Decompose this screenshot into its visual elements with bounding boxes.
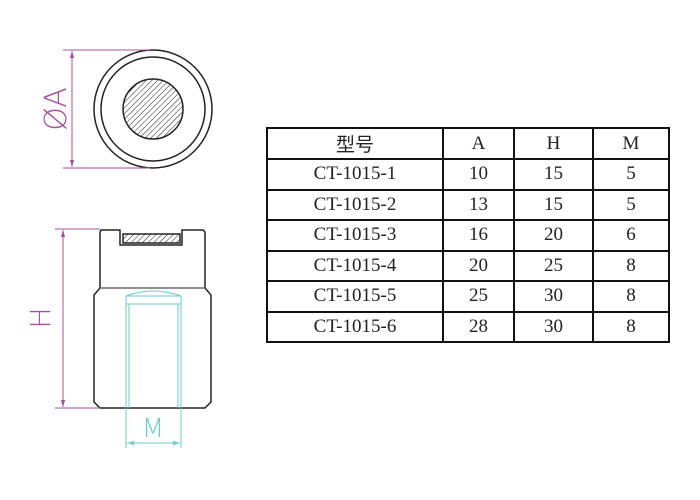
cell-a: 10 <box>442 158 515 191</box>
dimension-h <box>55 228 100 409</box>
header-h: H <box>513 127 594 160</box>
threaded-hole <box>125 290 182 448</box>
cell-a: 16 <box>442 219 515 252</box>
cell-m: 6 <box>592 219 670 252</box>
cell-m: 5 <box>592 158 670 191</box>
dimension-m-label: M <box>142 414 164 444</box>
cell-model: CT-1015-5 <box>266 280 444 313</box>
cell-h: 30 <box>513 280 594 313</box>
cell-m: 8 <box>592 249 670 282</box>
top-view <box>93 49 213 169</box>
cell-h: 20 <box>513 219 594 252</box>
cell-h: 30 <box>513 310 594 343</box>
cell-h: 15 <box>513 158 594 191</box>
cell-model: CT-1015-2 <box>266 188 444 221</box>
cell-model: CT-1015-1 <box>266 158 444 191</box>
cell-a: 28 <box>442 310 515 343</box>
header-m: M <box>592 127 670 160</box>
cell-a: 13 <box>442 188 515 221</box>
table-header-row: 型号 A H M <box>266 127 670 160</box>
cell-m: 8 <box>592 280 670 313</box>
side-view <box>93 229 212 409</box>
cell-h: 25 <box>513 249 594 282</box>
cell-model: CT-1015-4 <box>266 249 444 282</box>
header-a: A <box>442 127 515 160</box>
cell-model: CT-1015-3 <box>266 219 444 252</box>
cell-model: CT-1015-6 <box>266 310 444 343</box>
header-model: 型号 <box>266 127 444 160</box>
dimension-h-label: H <box>24 307 57 328</box>
dimension-a-label: ØA <box>39 87 74 131</box>
cell-a: 20 <box>442 249 515 282</box>
cell-h: 15 <box>513 188 594 221</box>
cell-m: 5 <box>592 188 670 221</box>
cell-a: 25 <box>442 280 515 313</box>
cell-m: 8 <box>592 310 670 343</box>
dimension-a <box>63 49 150 169</box>
